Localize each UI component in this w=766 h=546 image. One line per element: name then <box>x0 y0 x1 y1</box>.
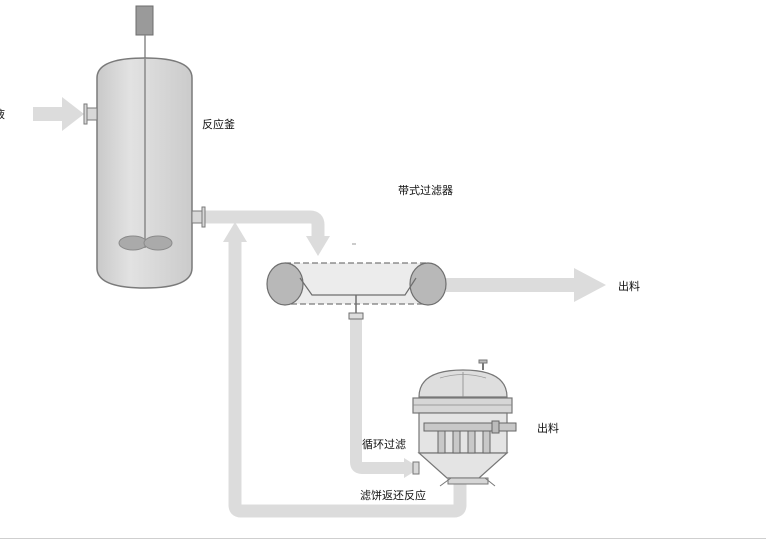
outlet-label-1: 出料 <box>618 280 640 293</box>
pipe-circulation-filtrate <box>350 318 408 474</box>
impeller <box>118 235 148 251</box>
belt-filter <box>266 243 447 320</box>
reactor-label: 反应釜 <box>202 118 235 131</box>
cake-return-label: 滤饼返还反应 <box>360 489 426 502</box>
inlet-arrow <box>33 97 84 131</box>
belt-roller-right <box>409 262 447 306</box>
belt-roller-left <box>266 262 304 306</box>
pipe-reactor-to-filter <box>203 210 325 238</box>
circulation-filter-label: 循环过滤 <box>362 438 406 451</box>
outlet-arrow-1 <box>446 268 606 302</box>
outlet-label-2: 出料 <box>537 422 559 435</box>
agitator-motor <box>135 5 154 36</box>
arrow-into-filter <box>306 236 330 256</box>
arrow-into-circulation-filter <box>404 458 420 478</box>
reactor-vessel <box>83 5 206 289</box>
arrow-cake-return-up <box>223 222 247 242</box>
belt-filter-label: 带式过滤器 <box>398 184 453 197</box>
pipe-cake-return <box>228 240 467 518</box>
inlet-label: 液 <box>0 108 5 121</box>
circulation-filter <box>412 359 517 487</box>
bottom-divider <box>0 538 766 539</box>
